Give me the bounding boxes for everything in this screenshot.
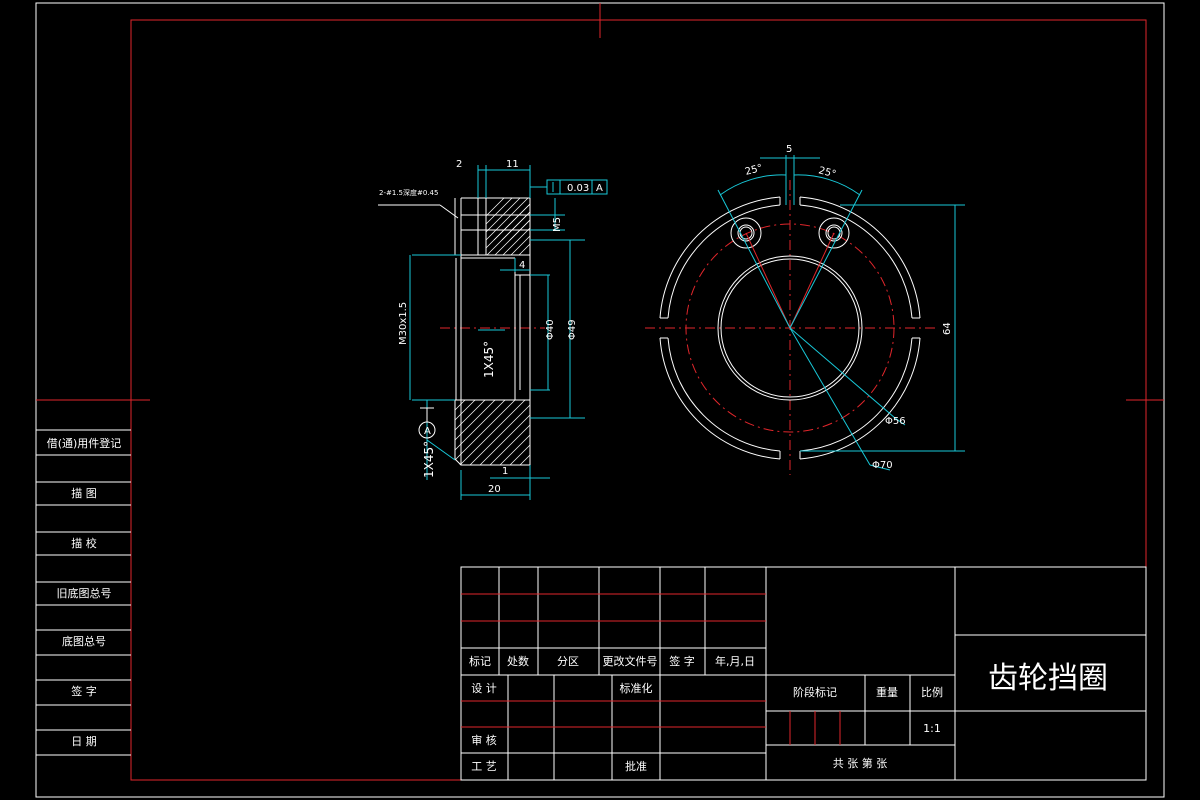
dim-5: 5 (786, 144, 792, 155)
side-item-1: 描 图 (71, 486, 97, 500)
dim-phi40: Φ40 (545, 319, 556, 340)
rev-header-mark: 标记 (469, 654, 491, 668)
angle-left: 25° (744, 163, 764, 178)
review-label: 审 核 (471, 733, 497, 747)
title-block: 标记 处数 分区 更改文件号 签 字 年,月,日 设 计 标准化 审 核 工 艺… (460, 566, 1147, 781)
datum-circle-label: A (424, 426, 431, 437)
dim-thread: M30x1.5 (398, 302, 409, 345)
dim-11: 11 (506, 159, 519, 170)
rev-header-docno: 更改文件号 (603, 654, 658, 668)
dim-phi70: Φ70 (872, 460, 893, 471)
drawing-title: 齿轮挡圈 (988, 661, 1108, 696)
tol-value: 0.03 (567, 183, 589, 194)
datum-ref: A (596, 183, 603, 194)
side-item-0: 借(通)用件登记 (47, 436, 122, 450)
design-label: 设 计 (471, 682, 497, 695)
front-view (645, 155, 965, 475)
dim-2: 2 (456, 159, 462, 170)
side-item-4: 底图总号 (62, 634, 106, 648)
side-item-2: 描 校 (71, 536, 97, 550)
weight-label: 重量 (876, 685, 898, 699)
dim-4: 4 (519, 260, 525, 271)
scale-value: 1:1 (923, 722, 941, 735)
stage-mark-label: 阶段标记 (793, 685, 837, 699)
dim-1: 1 (502, 466, 508, 477)
dim-64: 64 (942, 322, 953, 335)
rev-header-sign: 签 字 (669, 654, 695, 668)
angle-right: 25° (817, 165, 837, 180)
rev-header-count: 处数 (507, 655, 529, 668)
approve-label: 批准 (625, 759, 647, 773)
side-item-3: 旧底图总号 (57, 586, 112, 600)
side-panel: 借(通)用件登记 描 图 描 校 旧底图总号 底图总号 签 字 日 期 (36, 399, 131, 756)
process-label: 工 艺 (471, 760, 497, 773)
dim-phi56: Φ56 (885, 416, 906, 427)
dim-phi49: Φ49 (567, 319, 578, 340)
ratio-label: 比例 (921, 685, 943, 699)
standardize-label: 标准化 (620, 681, 653, 695)
side-item-5: 签 字 (71, 684, 97, 698)
chamfer-inner: 1X45° (482, 341, 496, 378)
sheet-info: 共 张 第 张 (833, 756, 888, 770)
chamfer-outer: 1X45° (422, 441, 436, 478)
hole-note: 2-#1.5深度#0.45 (379, 188, 438, 197)
rev-header-zone: 分区 (557, 655, 579, 668)
rev-header-date: 年,月,日 (715, 654, 755, 668)
dim-m5: M5 (552, 217, 563, 232)
dim-20: 20 (488, 484, 501, 495)
section-view (378, 165, 608, 500)
side-item-6: 日 期 (71, 735, 97, 748)
